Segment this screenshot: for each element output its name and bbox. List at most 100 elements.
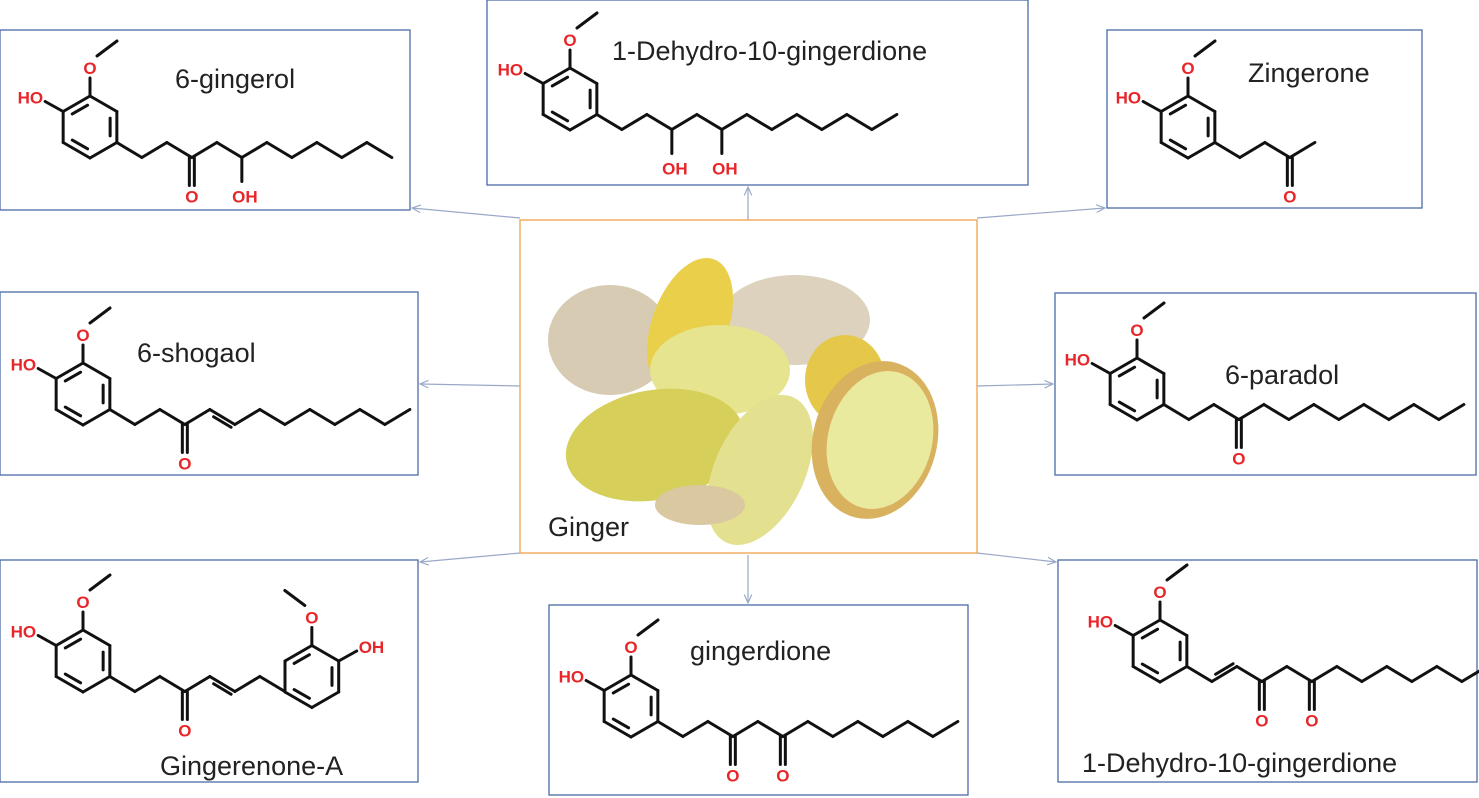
chain-bond xyxy=(1235,665,1264,683)
hydroxyl-label: OH xyxy=(712,160,738,179)
carbonyl-oxygen-label: O xyxy=(178,455,191,474)
chain-bond xyxy=(1260,665,1289,683)
hydroxyl-label: HO xyxy=(11,623,37,642)
chain-bond xyxy=(158,675,187,693)
chain-bond xyxy=(1335,665,1364,683)
compound-box-border xyxy=(1054,292,1477,476)
aromatic-bond xyxy=(1168,103,1188,116)
hydroxyl-bond xyxy=(1113,624,1135,637)
hydroxyl-label: HO xyxy=(559,668,585,687)
methoxy-oxygen-label: O xyxy=(1181,59,1194,78)
ring-bond xyxy=(61,141,92,160)
ginger-image xyxy=(548,257,939,545)
methyl-bond xyxy=(95,39,119,58)
chain-bond xyxy=(1285,665,1314,683)
hydroxyl-bond xyxy=(36,634,58,647)
arrow-connector xyxy=(420,384,521,386)
chain-bond xyxy=(1387,403,1416,421)
chain-bond xyxy=(656,720,685,738)
arrow-connector xyxy=(976,208,1105,219)
ring-bond xyxy=(283,690,314,709)
chain-bond xyxy=(856,720,885,738)
chain-bond xyxy=(845,113,874,131)
hydroxyl-bond xyxy=(1141,100,1163,113)
chain-bond xyxy=(1263,141,1292,159)
ring-bond xyxy=(54,408,85,427)
ring-bond xyxy=(1135,403,1166,422)
ginger-piece xyxy=(826,371,934,509)
compound-name: Gingerenone-A xyxy=(160,751,343,781)
chain-bond xyxy=(1162,403,1191,421)
ring-bond xyxy=(1159,141,1190,160)
carbonyl-oxygen-label: O xyxy=(1305,712,1318,731)
ring-bond xyxy=(541,66,572,85)
double-bond xyxy=(212,415,233,429)
compound-name: Zingerone xyxy=(1248,58,1370,88)
compound-box-border xyxy=(1057,559,1478,783)
compound-box-border xyxy=(1106,29,1423,209)
chain-bond xyxy=(1213,141,1242,159)
aromatic-bond xyxy=(63,370,83,383)
ring-bond xyxy=(1158,618,1189,637)
methoxy-oxygen-label: O xyxy=(83,59,96,78)
carbonyl-oxygen-label: O xyxy=(178,722,191,741)
methyl-bond xyxy=(88,573,112,592)
chain-bond xyxy=(208,408,237,426)
ring-bond xyxy=(54,675,85,694)
hydroxyl-label: HO xyxy=(1065,351,1091,370)
compound-box-border xyxy=(0,559,419,783)
chain-bond xyxy=(1437,403,1466,421)
chain-bond xyxy=(115,141,144,159)
chain-bond xyxy=(1187,403,1216,421)
hydroxyl-bond xyxy=(523,72,545,85)
aromatic-bond xyxy=(1117,400,1137,413)
chain-bond xyxy=(745,113,774,131)
compound-name: 6-gingerol xyxy=(175,64,295,94)
chain-bond xyxy=(240,141,269,159)
methoxy-oxygen-label: O xyxy=(305,609,318,628)
chain-bond xyxy=(706,720,735,738)
chain-bond xyxy=(820,113,849,131)
ring-bond xyxy=(1131,665,1162,684)
hydroxyl-bond xyxy=(337,649,359,663)
ring-bond xyxy=(1158,665,1189,684)
ring-bond xyxy=(81,408,112,427)
chain-bond xyxy=(595,113,624,131)
chain-bond xyxy=(1460,669,1479,683)
methyl-bond xyxy=(575,11,599,30)
methoxy-oxygen-label: O xyxy=(1153,583,1166,602)
ring-bond xyxy=(61,94,92,113)
compound-box-border xyxy=(486,0,1029,186)
chain-bond xyxy=(1410,665,1439,683)
hydroxyl-bond xyxy=(43,100,65,113)
aromatic-bond xyxy=(1168,138,1188,151)
aromatic-bond xyxy=(550,75,570,88)
methoxy-oxygen-label: O xyxy=(624,638,637,657)
chain-bond xyxy=(1212,403,1241,421)
double-bond xyxy=(1214,662,1235,676)
aromatic-bond xyxy=(292,653,311,665)
aromatic-bond xyxy=(611,682,631,695)
chain-bond xyxy=(290,141,319,159)
ring-bond xyxy=(81,675,112,694)
aromatic-bond xyxy=(550,110,570,123)
ring-bond xyxy=(1108,356,1139,375)
carbonyl-oxygen-label: O xyxy=(776,767,789,786)
chain-bond xyxy=(681,720,710,738)
chain-bond xyxy=(870,113,899,131)
ring-bond xyxy=(1186,141,1217,160)
arrow-connector xyxy=(976,552,1056,562)
chain-bond xyxy=(1312,403,1341,421)
carbonyl-oxygen-label: O xyxy=(185,188,198,207)
chain-bond xyxy=(183,408,212,426)
aromatic-bond xyxy=(70,138,90,151)
chain-bond xyxy=(108,675,137,693)
compound-name: gingerdione xyxy=(690,636,831,666)
compound-box-border xyxy=(0,291,419,476)
carbonyl-oxygen-label: O xyxy=(726,767,739,786)
chain-bond xyxy=(1362,403,1391,421)
aromatic-bond xyxy=(1140,627,1160,640)
